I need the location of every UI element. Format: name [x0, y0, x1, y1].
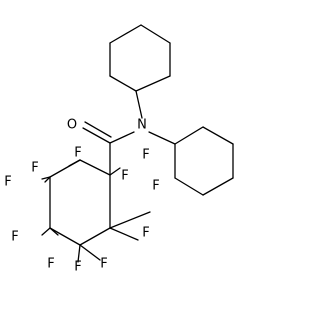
atom-fluorine: F	[142, 148, 149, 163]
bond	[135, 90, 143, 119]
atom-fluorine: F	[121, 169, 128, 184]
bond	[140, 24, 171, 44]
atom-fluorine: F	[4, 175, 11, 190]
bond	[202, 126, 234, 145]
bond	[109, 131, 135, 144]
bond	[174, 177, 204, 196]
atom-fluorine: F	[74, 260, 81, 275]
bond	[84, 121, 112, 138]
bond	[77, 244, 81, 263]
atom-fluorine: F	[31, 161, 38, 176]
atom-nitrogen: N	[137, 118, 147, 133]
bond	[41, 227, 51, 236]
atom-fluorine: F	[142, 226, 149, 241]
bond	[202, 177, 234, 196]
bond	[109, 167, 121, 176]
atom-fluorine: F	[11, 230, 18, 245]
bonds	[41, 24, 234, 263]
molecule-structure: O N F F F F F F F F F F F	[4, 24, 234, 275]
atom-fluorine: F	[47, 257, 54, 272]
bond	[109, 227, 139, 241]
bond	[135, 75, 171, 92]
atom-labels: O N F F F F F F F F F F F	[4, 118, 159, 275]
bond	[109, 75, 137, 92]
bond	[109, 211, 151, 229]
bond	[49, 227, 59, 236]
bond	[148, 131, 176, 145]
bond	[68, 159, 81, 167]
bond	[41, 176, 51, 180]
bond	[174, 126, 204, 145]
bond	[79, 244, 101, 261]
bond	[109, 24, 142, 44]
bond	[79, 159, 111, 176]
atom-fluorine: F	[74, 146, 81, 161]
atom-fluorine: F	[100, 257, 107, 272]
atom-fluorine: F	[152, 179, 159, 194]
atom-oxygen: O	[67, 118, 77, 133]
bond	[79, 227, 111, 246]
bond	[82, 127, 111, 144]
bond	[49, 227, 81, 246]
